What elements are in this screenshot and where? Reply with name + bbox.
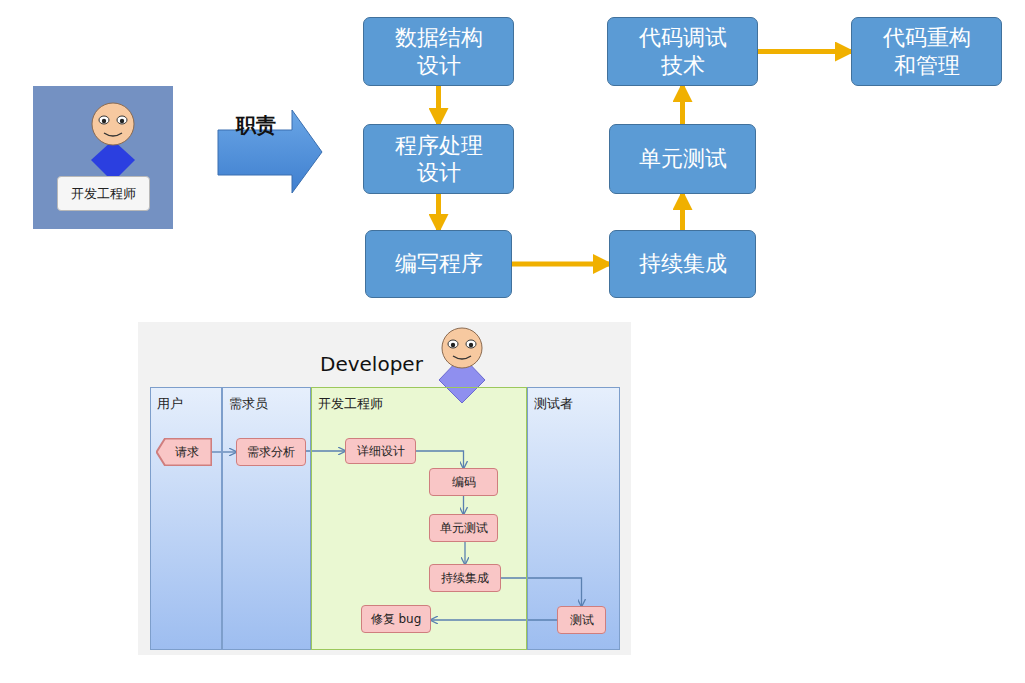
flow-arrow bbox=[436, 86, 441, 124]
flow-arrow bbox=[431, 619, 557, 620]
flow-arrow bbox=[680, 86, 685, 124]
step-box: 测试 bbox=[557, 606, 606, 634]
swim-lane: 需求员需求分析 bbox=[222, 387, 311, 650]
swim-lane: 测试者测试 bbox=[527, 387, 620, 650]
panel-title: Developer bbox=[320, 352, 423, 376]
swim-lane: 开发工程师详细设计编码单元测试持续集成修复 bug bbox=[311, 387, 527, 650]
flow-arrow bbox=[758, 49, 851, 54]
node-text: 编写程序 bbox=[395, 250, 483, 278]
step-box: 单元测试 bbox=[429, 514, 498, 542]
developer-face bbox=[439, 328, 485, 403]
avatar-face bbox=[91, 103, 135, 182]
lane-fill bbox=[222, 387, 311, 650]
step-box: 修复 bug bbox=[361, 605, 431, 633]
flow-arrow bbox=[436, 194, 441, 230]
lane-title: 用户 bbox=[157, 395, 183, 413]
step-box: 详细设计 bbox=[345, 438, 416, 464]
process-box: 程序处理设计 bbox=[363, 124, 514, 194]
avatar-panel bbox=[33, 86, 173, 229]
lane-fill bbox=[150, 387, 222, 650]
process-box: 数据结构设计 bbox=[363, 17, 514, 86]
node-text: 编码 bbox=[452, 474, 476, 491]
node-text: 数据结构设计 bbox=[390, 24, 487, 79]
node-text: 程序处理设计 bbox=[390, 132, 487, 187]
lane-fill bbox=[527, 387, 620, 650]
step-box: 编码 bbox=[429, 468, 498, 496]
lane-title: 需求员 bbox=[229, 395, 268, 413]
lane-title: 开发工程师 bbox=[318, 395, 383, 413]
node-text: 修复 bug bbox=[371, 611, 422, 628]
node-text: 开发工程师 bbox=[71, 185, 136, 203]
lane-title: 测试者 bbox=[534, 395, 573, 413]
flow-arrow bbox=[212, 451, 236, 452]
flow-arrow bbox=[463, 496, 464, 514]
step-box: 持续集成 bbox=[429, 564, 501, 592]
process-box: 代码重构和管理 bbox=[851, 17, 1002, 86]
flow-arrow bbox=[416, 451, 464, 468]
step-box: 请求 bbox=[156, 438, 212, 466]
flow-arrow bbox=[680, 194, 685, 230]
flow-arrow bbox=[464, 542, 465, 564]
lane-fill bbox=[311, 387, 527, 650]
flow-arrow bbox=[512, 262, 609, 267]
node-text: 持续集成 bbox=[441, 570, 489, 587]
role-label: 开发工程师 bbox=[57, 176, 150, 211]
node-text: 详细设计 bbox=[357, 443, 405, 460]
node-text: 测试 bbox=[570, 612, 594, 629]
arrow-label: 职责 bbox=[236, 112, 276, 139]
node-text: 持续集成 bbox=[639, 250, 727, 278]
swimlane-panel bbox=[138, 322, 631, 655]
node-text: 需求分析 bbox=[247, 444, 295, 461]
process-box: 持续集成 bbox=[609, 230, 756, 298]
node-text: 代码重构和管理 bbox=[878, 24, 975, 79]
node-text: 请求 bbox=[175, 444, 199, 461]
step-box: 需求分析 bbox=[236, 438, 306, 466]
process-box: 代码调试技术 bbox=[607, 17, 758, 86]
node-text: 单元测试 bbox=[639, 145, 727, 173]
process-box: 编写程序 bbox=[365, 230, 512, 298]
process-box: 单元测试 bbox=[609, 124, 756, 194]
node-text: 单元测试 bbox=[440, 520, 488, 537]
swim-lane: 用户请求 bbox=[150, 387, 222, 650]
node-text: 代码调试技术 bbox=[634, 24, 731, 79]
flow-arrow bbox=[501, 578, 582, 606]
block-arrow bbox=[218, 110, 322, 193]
